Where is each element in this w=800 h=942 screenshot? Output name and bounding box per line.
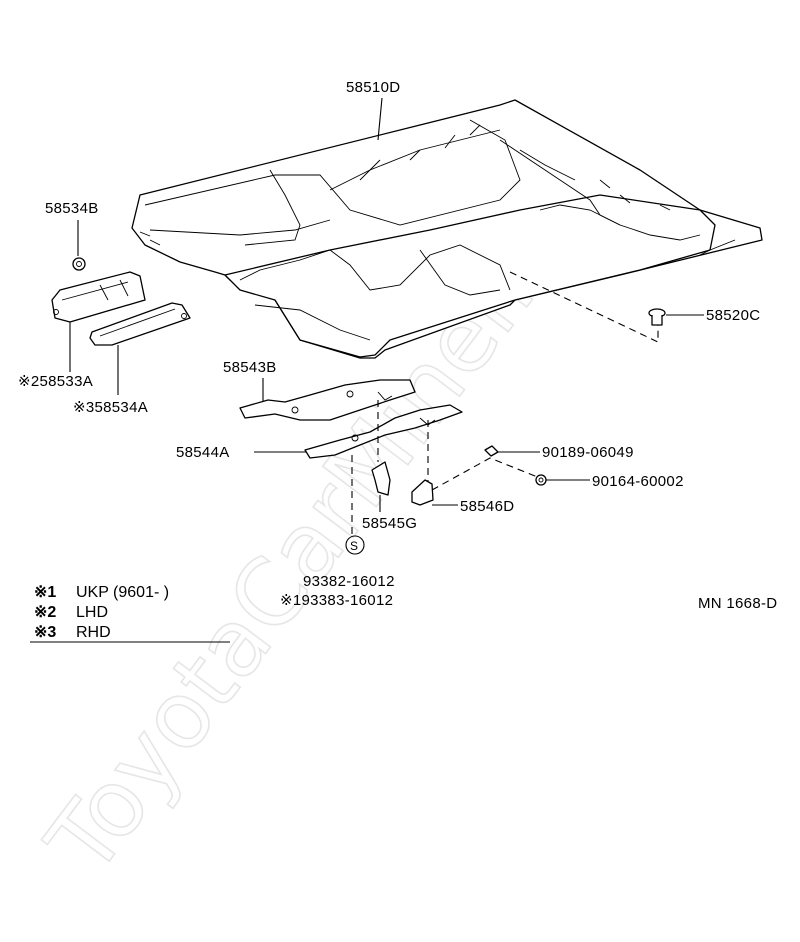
note-1-text: UKP (9601- )	[76, 584, 169, 601]
note-3-mark: ※3	[34, 624, 56, 641]
label-58510d: 58510D	[346, 79, 400, 96]
nut-90164-illustration	[535, 474, 547, 486]
diagram-code: MN 1668-D	[698, 595, 777, 612]
label-58546d: 58546D	[460, 498, 514, 515]
bracket-58545g-illustration	[371, 461, 391, 496]
pad-58534a-illustration	[89, 302, 191, 346]
plug-58520c-illustration	[648, 308, 666, 326]
label-58545g: 58545G	[362, 515, 417, 532]
label-58520c: 58520C	[706, 307, 760, 324]
notes-legend: ※1 UKP (9601- ) ※2 LHD ※3 RHD	[30, 584, 230, 643]
bracket-58546d-illustration	[411, 479, 434, 506]
label-58534b: 58534B	[45, 200, 99, 217]
note-2-mark: ※2	[34, 604, 56, 621]
label-93382-16012: 93382-16012	[303, 573, 395, 590]
note-1-mark: ※1	[34, 584, 56, 601]
note-3-text: RHD	[76, 624, 111, 641]
label-58544a: 58544A	[176, 444, 230, 461]
floor-carpet-illustration	[131, 99, 763, 359]
note-2-text: LHD	[76, 604, 108, 621]
label-93383-16012: ※193383-16012	[280, 592, 393, 609]
clip-58534b-illustration	[72, 257, 86, 271]
label-90164-60002: 90164-60002	[592, 473, 684, 490]
label-58533a: ※258533A	[18, 373, 93, 390]
label-58534a: ※358534A	[73, 399, 148, 416]
s-symbol: S	[345, 535, 365, 555]
label-90189-06049: 90189-06049	[542, 444, 634, 461]
support-58543b-illustration	[239, 379, 416, 421]
label-58543b: 58543B	[223, 359, 277, 376]
pad-58533a-illustration	[51, 271, 146, 323]
svg-text:S: S	[350, 539, 358, 553]
bolt-90189-illustration	[484, 445, 499, 457]
